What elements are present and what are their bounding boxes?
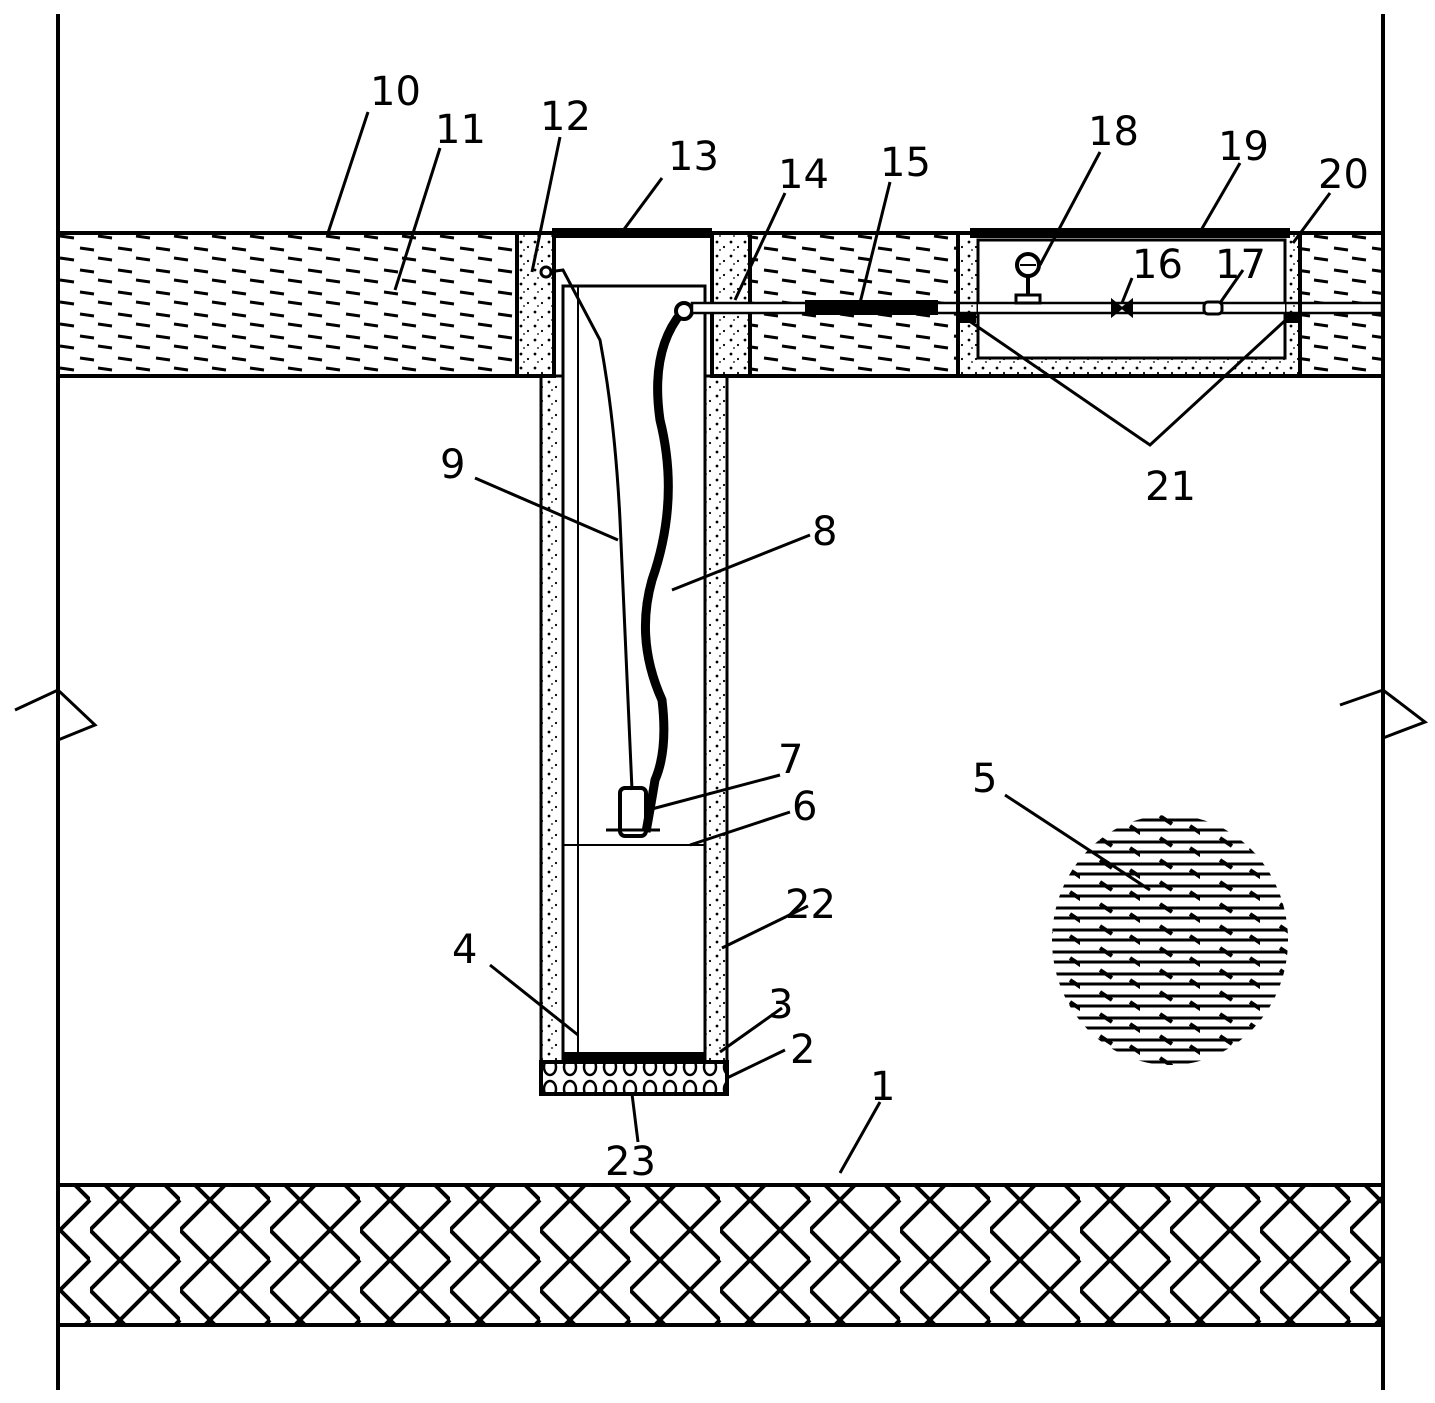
label-4: 4	[452, 927, 477, 973]
label-1: 1	[870, 1064, 895, 1110]
bedrock-layer	[56, 1183, 1385, 1327]
gravel-base	[539, 1060, 729, 1096]
label-3: 3	[768, 982, 793, 1028]
label-14: 14	[778, 152, 829, 198]
label-2: 2	[790, 1027, 815, 1073]
leader-lines	[326, 111, 1332, 1174]
label-6: 6	[792, 784, 817, 830]
suspension-cable	[547, 268, 634, 791]
right-break-mark	[1339, 688, 1429, 740]
shaft-wall-left	[539, 374, 565, 1064]
pipe-support-left	[960, 313, 976, 323]
left-break-mark	[14, 688, 98, 742]
label-21: 21	[1145, 464, 1196, 510]
pipe-coupling	[805, 300, 938, 315]
shaft-wall-right	[703, 374, 729, 1064]
label-9: 9	[440, 442, 465, 488]
pipe-support-right	[1284, 313, 1300, 323]
label-12: 12	[540, 94, 591, 140]
label-17: 17	[1215, 242, 1266, 288]
label-18: 18	[1088, 109, 1139, 155]
label-5: 5	[972, 756, 997, 802]
label-23: 23	[605, 1139, 656, 1185]
surface-soil-layer-left	[56, 231, 519, 378]
valve-chamber-cover	[970, 228, 1290, 238]
label-19: 19	[1218, 124, 1269, 170]
shaft-cover	[552, 228, 712, 238]
label-8: 8	[812, 509, 837, 555]
gate-valve	[1111, 297, 1133, 319]
hose-elbow	[674, 301, 694, 321]
label-20: 20	[1318, 152, 1369, 198]
label-13: 13	[668, 134, 719, 180]
flow-meter	[1202, 300, 1224, 316]
inner-casing	[561, 284, 707, 1064]
label-10: 10	[370, 69, 421, 115]
casing-bottom-plate	[563, 1052, 705, 1062]
label-15: 15	[880, 140, 931, 186]
label-7: 7	[778, 737, 803, 783]
aquifer-lens	[1052, 815, 1288, 1065]
label-16: 16	[1132, 242, 1183, 288]
label-11: 11	[435, 107, 486, 153]
label-22: 22	[785, 882, 836, 928]
valve-chamber-cavity	[976, 238, 1287, 360]
